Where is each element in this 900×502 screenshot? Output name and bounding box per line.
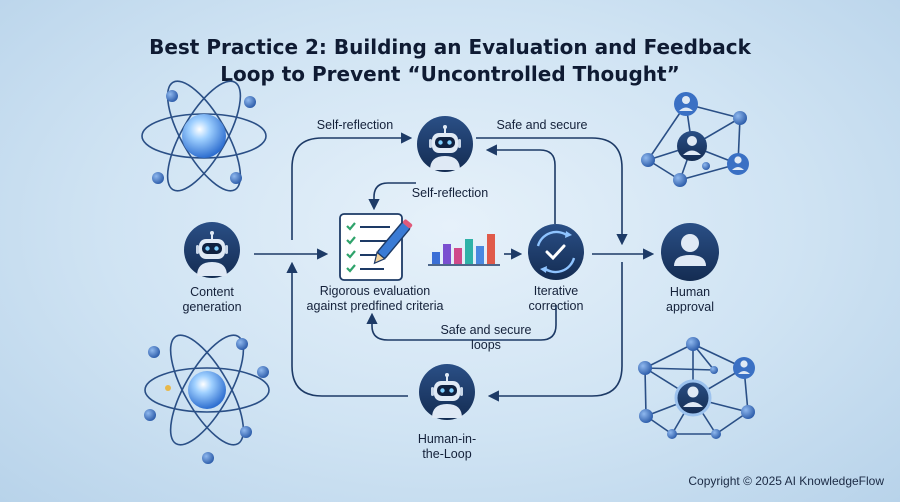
atom-icon-top-left: [141, 80, 267, 192]
arrow-human-loop-up: [286, 261, 408, 397]
self-reflection-label: Self-reflection: [411, 186, 489, 200]
page-title: Best Practice 2: Building an Evaluation …: [0, 34, 900, 88]
robot-icon: [416, 115, 474, 173]
human-approval-label: Human approval: [640, 285, 740, 315]
bar-icon-bar: [487, 234, 495, 264]
arrow-top-loop-left: [291, 132, 413, 240]
inner-loop-line-2: loops: [471, 338, 501, 352]
evaluation-label: Rigorous evaluation against predfined cr…: [290, 284, 460, 314]
flow-connectors: [254, 132, 655, 402]
network-icon-bottom-right: [638, 337, 755, 439]
human-approval-line-2: approval: [666, 300, 714, 314]
person-icon: [661, 223, 719, 281]
edge-label-self-reflection: Self-reflection: [316, 118, 394, 132]
robot-icon: [183, 221, 241, 279]
content-generation-label: Content generation: [150, 285, 274, 315]
content-generation-line-1: Content: [190, 285, 234, 299]
bar-icon-bar: [432, 252, 440, 264]
human-in-the-loop-line-1: Human-in-: [417, 432, 477, 446]
arrow-top-loop-right: [476, 137, 628, 246]
title-line-1: Best Practice 2: Building an Evaluation …: [149, 35, 751, 59]
atom-icon-bottom-left: [144, 334, 270, 464]
network-icon-top-right: [641, 92, 749, 187]
human-in-the-loop-line-2: the-Loop: [422, 447, 472, 461]
bar-chart-icon: [428, 234, 500, 266]
iterative-correction-label: Iterative correction: [500, 284, 612, 314]
arrow-correction-up: [485, 144, 556, 224]
refresh-check-icon: [528, 224, 584, 280]
inner-loop-line-1: Safe and secure: [440, 323, 532, 337]
content-generation-line-2: generation: [182, 300, 242, 314]
iterative-correction-line-1: Iterative: [533, 284, 579, 298]
evaluation-line-1: Rigorous evaluation: [319, 284, 431, 298]
title-line-2: Loop to Prevent “Uncontrolled Thought”: [220, 62, 680, 86]
checklist-pencil-icon: [339, 213, 413, 281]
evaluation-line-2: against predfined criteria: [306, 299, 444, 313]
human-in-the-loop-label: Human-in- the-Loop: [392, 432, 502, 462]
edge-label-safe-and-secure: Safe and secure: [496, 118, 588, 132]
arrow-inner-bottom-loop: [366, 305, 557, 341]
bar-icon-bar: [476, 246, 484, 264]
bar-icon-bar: [454, 248, 462, 264]
bar-icon-bar: [465, 239, 473, 264]
copyright-notice: Copyright © 2025 AI KnowledgeFlow: [688, 474, 884, 488]
robot-icon: [418, 363, 476, 421]
human-approval-line-1: Human: [669, 285, 711, 299]
arrow-self-reflection-down: [368, 182, 416, 211]
iterative-correction-line-2: correction: [528, 299, 584, 313]
inner-loop-label: Safe and secure loops: [426, 323, 546, 353]
arrow-human-loop-right: [487, 262, 623, 402]
bar-icon-bar: [443, 244, 451, 264]
